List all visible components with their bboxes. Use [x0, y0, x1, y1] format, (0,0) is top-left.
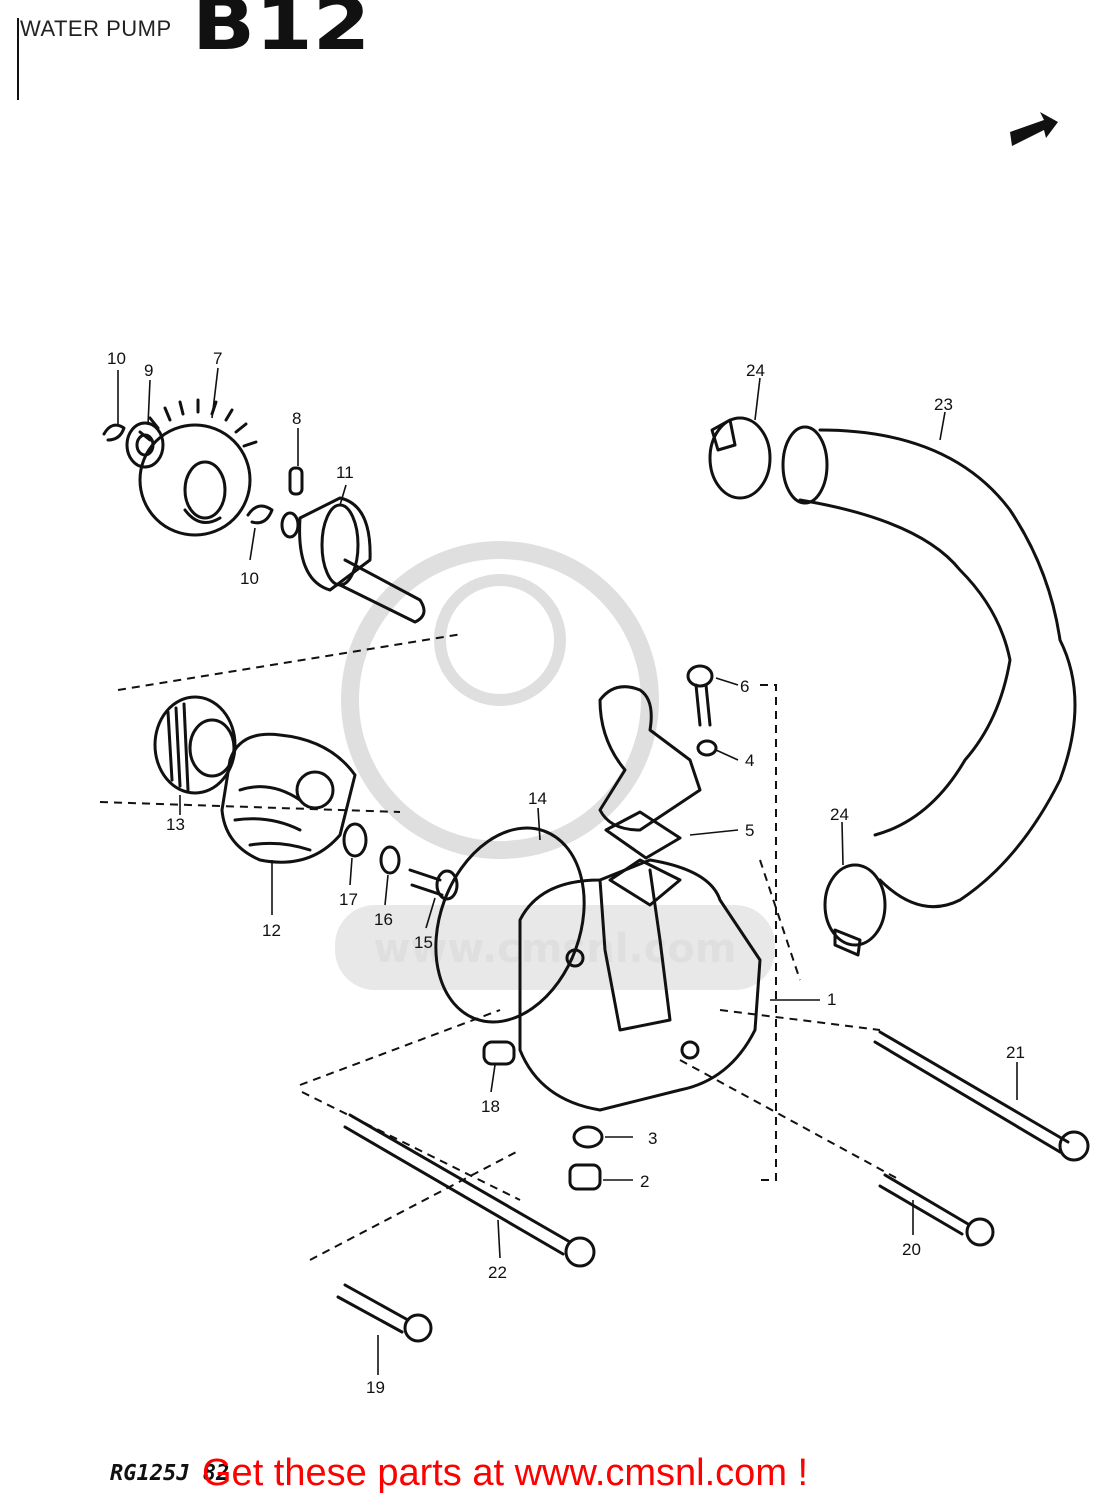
impeller: [220, 732, 357, 864]
pump-shaft: [298, 496, 426, 624]
callout-16: 16: [374, 910, 393, 929]
callout-18: 18: [481, 1097, 500, 1116]
mechanical-seal: [153, 695, 237, 795]
callout-19: 19: [366, 1378, 385, 1397]
long-bolt-21: [873, 1030, 1090, 1162]
callout-21: 21: [1006, 1043, 1025, 1062]
callout-17: 17: [339, 890, 358, 909]
watermark-text: www.cmsnl.com: [374, 926, 737, 972]
callout-4: 4: [745, 751, 754, 770]
callout-23: 23: [934, 395, 953, 414]
front-arrow-icon: [1010, 112, 1058, 146]
drain-bolt: [568, 1163, 602, 1191]
callout-24-upper: 24: [746, 361, 765, 380]
page-code: B12: [192, 0, 371, 66]
callout-12: 12: [262, 921, 281, 940]
callout-14: 14: [528, 789, 547, 808]
assembly-lines: [99, 633, 901, 1261]
model-code: RG125J 82: [110, 1461, 230, 1486]
callout-leaders: [117, 367, 1018, 1375]
callout-6: 6: [740, 677, 749, 696]
callout-3: 3: [648, 1129, 657, 1148]
pump-drive-gear: [138, 398, 258, 537]
callout-8: 8: [292, 409, 301, 428]
callout-7: 7: [213, 349, 222, 368]
callout-5: 5: [745, 821, 754, 840]
water-hose: [781, 425, 1077, 909]
callout-10-lower: 10: [240, 569, 259, 588]
union-bolt: [686, 664, 714, 727]
callout-24-lower: 24: [830, 805, 849, 824]
bolt-20: [878, 1173, 995, 1247]
drain-washer: [572, 1125, 604, 1149]
callout-labels: 1 2 3 4 5 6 7 8 9 10 10 11 12 13 14 15 1…: [107, 349, 1025, 1397]
callout-11: 11: [336, 463, 354, 482]
hose-clamp-lower: [823, 863, 887, 957]
impeller-bolt: [408, 868, 459, 901]
callout-10-upper: 10: [107, 349, 126, 368]
bolt-19: [336, 1283, 433, 1343]
circlip-lower: [246, 504, 300, 539]
callout-22: 22: [488, 1263, 507, 1282]
water-pump-cover: [518, 858, 762, 1112]
footer-parts-link[interactable]: Get these parts at www.cmsnl.com !: [202, 1452, 809, 1494]
hose-clamp-upper: [708, 416, 772, 500]
dowel-pin: [482, 1040, 516, 1066]
callout-13: 13: [166, 815, 185, 834]
circlip: [102, 423, 126, 442]
outlet-gasket: [604, 810, 682, 860]
callout-15: 15: [414, 933, 433, 952]
seal-washer: [379, 845, 401, 875]
callout-9: 9: [144, 361, 153, 380]
callout-1: 1: [827, 990, 836, 1009]
washer: [125, 421, 165, 469]
impeller-washer: [342, 822, 368, 858]
callout-2: 2: [640, 1172, 649, 1191]
water-inlet-union: [598, 685, 702, 832]
union-washer: [696, 739, 718, 757]
page-title: WATER PUMP: [20, 16, 172, 41]
pin: [288, 466, 304, 496]
callout-20: 20: [902, 1240, 921, 1259]
bolt-22: [343, 1113, 596, 1268]
